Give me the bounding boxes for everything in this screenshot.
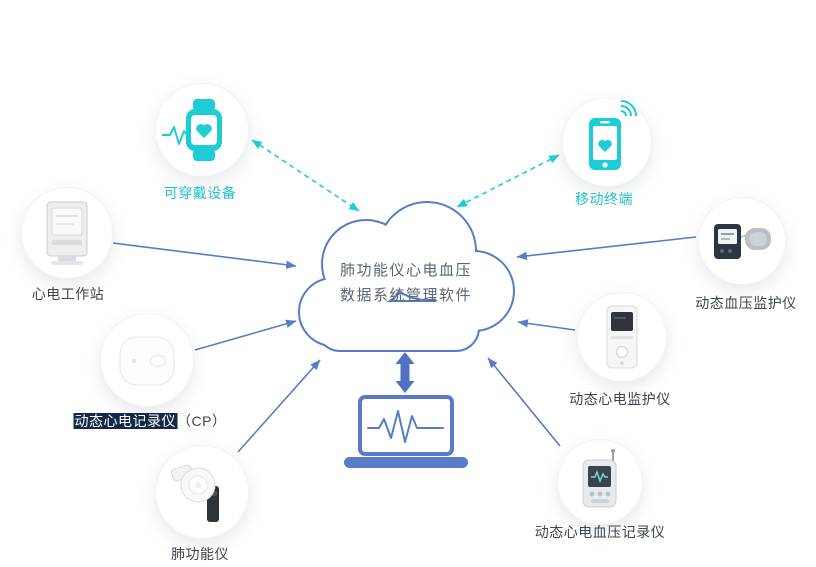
label-bp-monitor: 动态血压监护仪 bbox=[695, 295, 797, 311]
mobile-node bbox=[562, 97, 652, 187]
cp-recorder-highlighted-text: 动态心电记录仪 bbox=[73, 413, 178, 429]
cloud-title-line2: 数据系统管理软件 bbox=[339, 287, 472, 304]
arrow-spirometer-to-cloud bbox=[237, 359, 321, 453]
ecg-workstation-device-image bbox=[46, 201, 88, 265]
ecg-bp-recorder-node bbox=[557, 439, 643, 525]
arrow-mobile-cloud bbox=[456, 154, 560, 208]
arrow-ecg-monitor-to-cloud bbox=[517, 319, 576, 331]
cloud-title: 肺功能仪心电血压 数据系统管理软件 bbox=[306, 258, 506, 308]
ecg-monitor-device-image bbox=[606, 305, 638, 369]
cloud-shape bbox=[298, 201, 515, 352]
cp-recorder-suffix-text: （CP） bbox=[177, 413, 227, 429]
arrow-ecg-bp-recorder-to-cloud bbox=[487, 357, 561, 447]
label-cp-recorder: 动态心电记录仪（CP） bbox=[73, 411, 227, 431]
laptop-icon bbox=[344, 395, 468, 468]
bp-monitor-device-image bbox=[714, 224, 771, 259]
label-wearable: 可穿戴设备 bbox=[163, 185, 237, 201]
label-ecg-bp-recorder: 动态心电血压记录仪 bbox=[534, 524, 666, 540]
ecg-bp-recorder-device-image bbox=[582, 449, 617, 508]
arrow-cp-recorder-to-cloud bbox=[194, 319, 297, 351]
label-workstation: 心电工作站 bbox=[31, 286, 105, 302]
wearable-node bbox=[155, 83, 249, 177]
label-ecg-monitor: 动态心电监护仪 bbox=[569, 391, 671, 407]
workstation-node bbox=[21, 187, 113, 279]
smartwatch-icon bbox=[162, 99, 222, 161]
arrow-wearable-cloud bbox=[251, 139, 360, 212]
bp-monitor-node bbox=[698, 197, 786, 285]
cloud-title-line1: 肺功能仪心电血压 bbox=[339, 262, 472, 279]
label-spirometer: 肺功能仪 bbox=[171, 546, 229, 562]
spirometer-node bbox=[155, 445, 249, 539]
ecg-monitor-node bbox=[577, 292, 667, 382]
smartphone-icon bbox=[589, 100, 637, 170]
arrow-workstation-to-cloud bbox=[112, 242, 297, 269]
arrow-cloud-laptop bbox=[395, 352, 415, 393]
arrow-bp-monitor-to-cloud bbox=[516, 236, 697, 261]
spirometer-device-image bbox=[170, 464, 219, 522]
cp-recorder-device-image bbox=[119, 336, 175, 386]
cp-recorder-node bbox=[100, 313, 194, 407]
label-mobile: 移动终端 bbox=[575, 191, 633, 207]
